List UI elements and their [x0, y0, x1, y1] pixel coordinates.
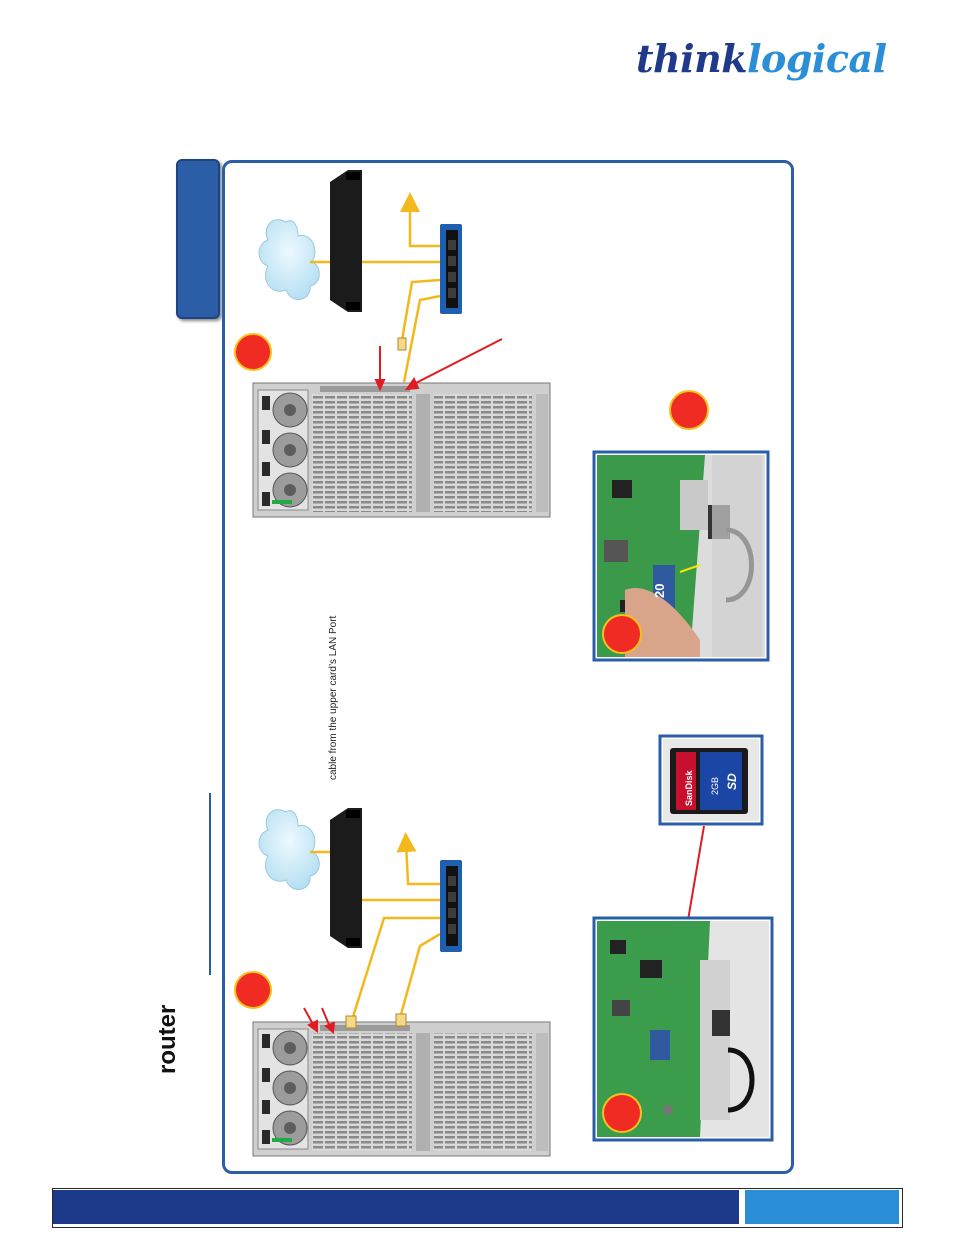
cloud-top	[258, 219, 320, 300]
media-converter-bottom	[440, 860, 462, 952]
footer-side-block	[745, 1190, 899, 1224]
chassis-top	[252, 382, 551, 518]
thinklogical-logo: thinklogical	[636, 36, 887, 81]
step-badge-top-right	[669, 390, 709, 430]
step-badge-photo-insert	[602, 614, 642, 654]
divider-line	[209, 793, 211, 975]
photo-sd-card	[658, 734, 764, 826]
footer-frame	[52, 1188, 903, 1228]
step-badge-bottom-left	[234, 971, 272, 1009]
sd-logo: SD	[725, 773, 739, 790]
network-switch-top	[330, 170, 362, 312]
chassis-bottom	[252, 1013, 551, 1157]
media-converter-top	[440, 224, 462, 314]
step-badge-top-left	[234, 333, 272, 371]
step-badge-photo-board	[602, 1093, 642, 1133]
cloud-bottom	[258, 809, 320, 890]
card-insert-label: 20	[652, 584, 667, 598]
footer-bar	[53, 1190, 739, 1224]
network-switch-bottom	[330, 808, 362, 948]
sd-capacity-label: 2GB	[710, 777, 720, 795]
sd-brand-label: SanDisk	[684, 769, 694, 806]
section-tab	[176, 159, 220, 319]
diagram-frame	[222, 160, 794, 1174]
